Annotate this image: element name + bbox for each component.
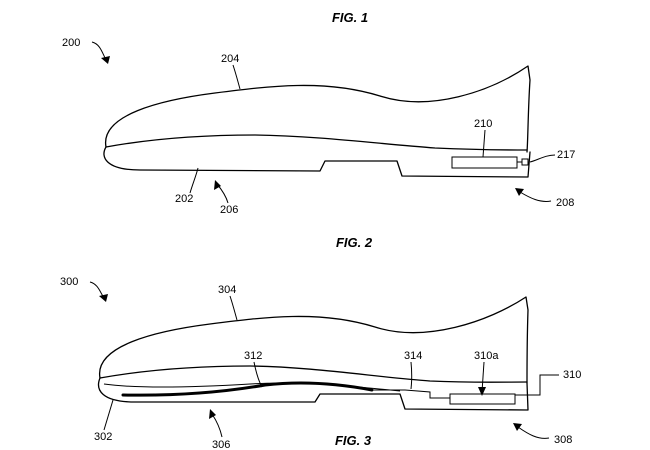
sole-302 [98, 377, 529, 411]
ref-206: 206 [220, 204, 238, 216]
ref-310: 310 [563, 369, 581, 381]
connector-314 [372, 389, 450, 399]
leader-308 [517, 426, 550, 439]
shoe-200 [103, 65, 531, 178]
ref-300: 300 [60, 276, 78, 288]
ref-208: 208 [556, 197, 574, 209]
sole-202 [103, 146, 531, 178]
module-310a [449, 393, 516, 405]
leader-210 [482, 129, 486, 158]
arrow-206 [214, 180, 221, 190]
module-210 [451, 156, 518, 169]
arrow-208 [515, 188, 524, 196]
arrow-308 [513, 423, 522, 431]
arrow-310a [478, 387, 486, 396]
caption-fig-1: FIG. 1 [332, 10, 368, 25]
port-217 [521, 158, 529, 166]
ref-310a: 310a [474, 350, 499, 362]
arrow-200 [101, 56, 110, 64]
caption-fig-3: FIG. 3 [335, 433, 372, 448]
arrow-300 [99, 294, 108, 302]
leader-312 [253, 361, 263, 388]
leader-208 [519, 191, 552, 202]
ref-210: 210 [474, 118, 492, 130]
ref-302: 302 [94, 431, 112, 443]
ref-312: 312 [244, 350, 262, 362]
ref-204: 204 [221, 53, 239, 65]
ref-200: 200 [62, 37, 80, 49]
arrow-306 [209, 409, 216, 419]
shoe-upper-304 [99, 296, 529, 384]
leader-302 [103, 399, 114, 431]
shoe-300 [98, 296, 529, 411]
sensor-strip-312 [121, 381, 374, 397]
footbed-line-3 [99, 365, 528, 383]
ref-306: 306 [212, 439, 230, 450]
leader-306 [211, 413, 223, 438]
ref-314: 314 [404, 350, 422, 362]
leader-314 [410, 361, 413, 390]
leader-204 [232, 64, 241, 90]
ref-202: 202 [175, 193, 193, 205]
footbed-line [105, 134, 528, 151]
ref-308: 308 [554, 434, 572, 446]
caption-fig-2: FIG. 2 [336, 235, 373, 250]
ref-217: 217 [557, 149, 575, 161]
shoe-upper-204 [105, 65, 531, 153]
leader-310 [515, 374, 559, 396]
leader-217 [529, 154, 556, 163]
leader-202 [189, 167, 199, 194]
ref-304: 304 [218, 284, 236, 296]
leader-200 [91, 41, 107, 61]
leader-304 [229, 295, 238, 321]
